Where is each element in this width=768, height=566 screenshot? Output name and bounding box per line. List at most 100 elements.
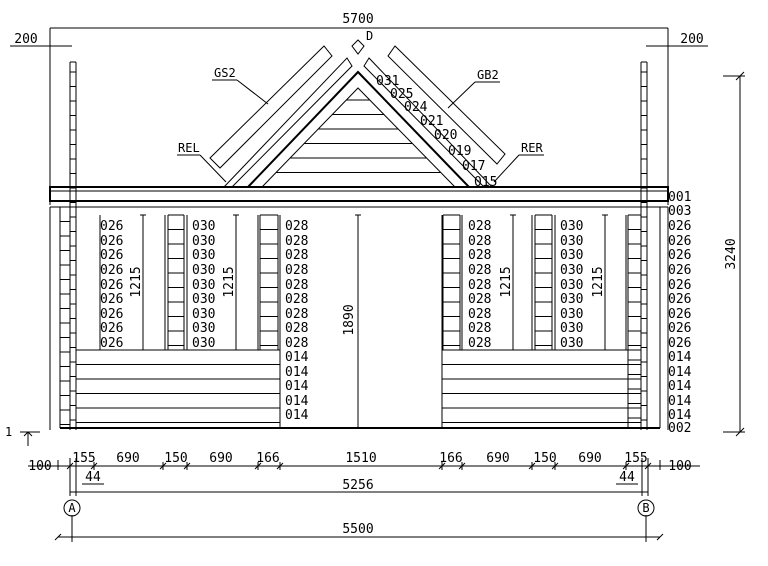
door: [279, 214, 443, 429]
gable-label: 021: [420, 114, 443, 129]
log-label: 030: [560, 219, 583, 234]
log-label: 028: [468, 248, 491, 263]
dim-inner-span: 5256: [342, 478, 373, 493]
log-label: 030: [192, 234, 215, 249]
log-label: 030: [192, 263, 215, 278]
log-label: 001: [668, 190, 691, 205]
dim-axis-span: 5500: [342, 522, 373, 537]
dim-segment: 150: [164, 451, 187, 466]
log-label: 030: [560, 321, 583, 336]
dim-height-line: [723, 71, 745, 437]
log-label: 026: [100, 278, 123, 293]
ridge-marker: [351, 39, 365, 55]
log-label: 026: [668, 307, 691, 322]
dim-overhang-left: 200: [14, 32, 37, 47]
column-labels-6: 001 003 026 026 026 026 026 026 026 026 …: [668, 190, 692, 436]
dim-segment: 166: [439, 451, 462, 466]
log-label: 028: [285, 336, 308, 351]
dim-bottom-segments: 155 690 150 690 166 1510 166 690 150 690…: [72, 451, 647, 466]
log-label: 030: [560, 248, 583, 263]
label-left-rafter: REL: [178, 141, 200, 155]
log-label: 028: [285, 307, 308, 322]
log-label: 026: [100, 292, 123, 307]
label-right-rafter: RER: [521, 141, 543, 155]
log-label: 028: [468, 336, 491, 351]
log-label: 014: [668, 365, 692, 380]
dim-segment: 155: [72, 451, 95, 466]
dim-segment: 690: [486, 451, 509, 466]
column-labels-5: 030 030 030 030 030 030 030 030 030: [560, 219, 583, 351]
label-left-board: GS2: [214, 66, 236, 80]
dim-segment: 690: [578, 451, 601, 466]
axis-bubble-b: [637, 499, 655, 517]
log-label: 026: [668, 219, 691, 234]
log-label: 014: [668, 408, 692, 423]
log-label: 030: [560, 336, 583, 351]
column-labels-1: 026 026 026 026 026 026 026 026 026: [100, 219, 123, 351]
dim-segment: 1510: [345, 451, 376, 466]
dim-overhang-right: 200: [680, 32, 703, 47]
dim-side-left: 100: [28, 459, 51, 474]
column-labels-4: 028 028 028 028 028 028 028 028 028: [468, 219, 491, 351]
log-label: 030: [192, 307, 215, 322]
log-label: 028: [468, 234, 491, 249]
drawing-line: [656, 533, 664, 541]
window-left-2: [186, 214, 259, 351]
dim-segment: 150: [533, 451, 556, 466]
log-label: 028: [468, 278, 491, 293]
dim-window-height: 1215: [129, 266, 144, 297]
log-label: 028: [285, 321, 308, 336]
log-label: 026: [100, 307, 123, 322]
drawing-line: [54, 533, 62, 541]
gable-label: 025: [390, 87, 413, 102]
log-label: 014: [668, 350, 692, 365]
dim-height-total: 3240: [724, 238, 739, 269]
log-label: 026: [668, 248, 691, 263]
log-label: 026: [100, 248, 123, 263]
log-label: 028: [285, 292, 308, 307]
log-label: 030: [560, 263, 583, 278]
window-left-1: [99, 214, 166, 351]
dim-window-height: 1215: [222, 266, 237, 297]
log-label: 026: [668, 234, 691, 249]
dim-door-height: 1890: [342, 304, 357, 335]
log-label: 028: [285, 234, 308, 249]
log-label: 028: [468, 292, 491, 307]
dim-window-height: 1215: [499, 266, 514, 297]
log-label: 014: [285, 379, 309, 394]
log-label: 026: [668, 321, 691, 336]
gable-label: 019: [448, 144, 471, 159]
bottom-ticks: [54, 462, 664, 541]
roof-board-right: [363, 45, 506, 188]
dim-window-height: 1215: [591, 266, 606, 297]
log-label: 028: [468, 263, 491, 278]
log-label: 030: [192, 219, 215, 234]
log-label: 028: [285, 278, 308, 293]
gable-label: 024: [404, 100, 428, 115]
label-ridge: D: [366, 29, 373, 43]
axis-bubble-a: [63, 499, 81, 517]
log-label: 030: [192, 321, 215, 336]
log-label: 014: [285, 408, 309, 423]
gable-label: 020: [434, 128, 457, 143]
log-label: 014: [285, 350, 309, 365]
log-label: 026: [100, 336, 123, 351]
window-right-2: [554, 214, 627, 351]
gable-triangle: [245, 70, 472, 188]
axis-label-a: A: [68, 501, 76, 515]
log-label: 003: [668, 204, 691, 219]
log-label: 014: [285, 394, 309, 409]
log-label: 028: [285, 248, 308, 263]
log-label: 026: [100, 219, 123, 234]
log-label: 028: [468, 307, 491, 322]
level-mark-label: 1: [5, 425, 12, 439]
log-label: 026: [100, 263, 123, 278]
gable-label: 031: [376, 74, 399, 89]
log-label: 030: [192, 248, 215, 263]
log-label: 028: [285, 263, 308, 278]
post-ticks: [70, 71, 647, 421]
log-label: 026: [668, 278, 691, 293]
log-label: 028: [468, 219, 491, 234]
log-label: 014: [668, 379, 692, 394]
